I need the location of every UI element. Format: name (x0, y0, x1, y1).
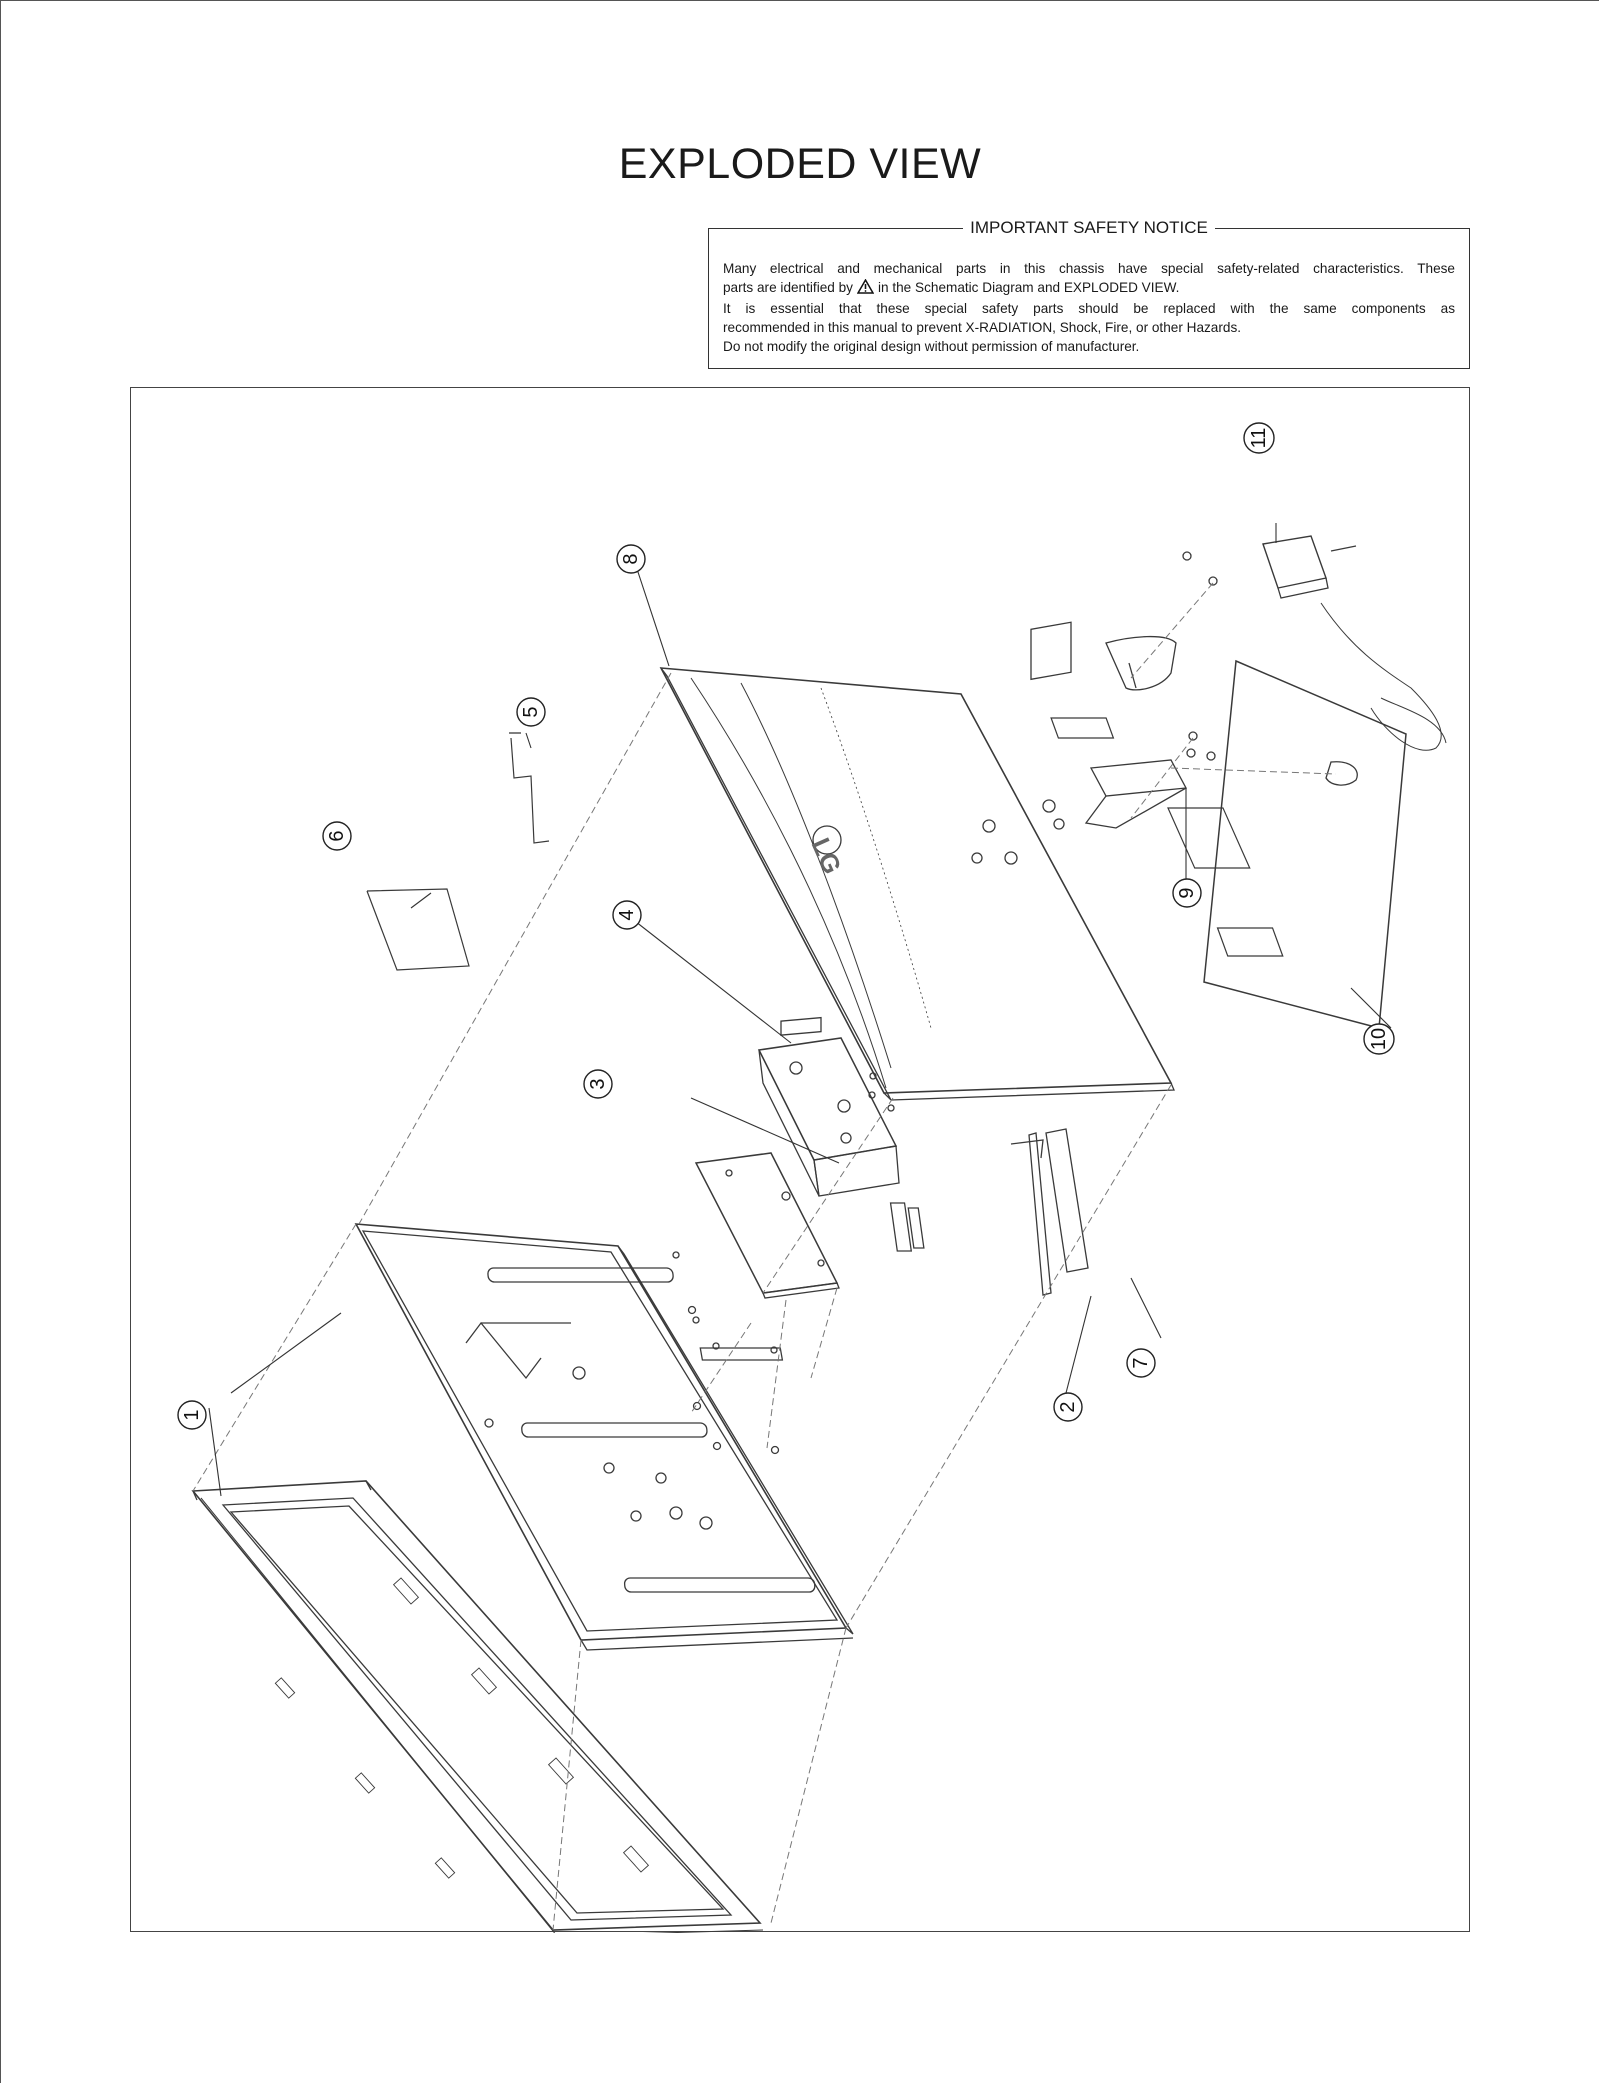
warning-triangle-icon (856, 278, 875, 299)
notice-line-2-end: in the Schematic Diagram and EXPLODED VI… (877, 280, 1180, 295)
exploded-view-diagram: LG (130, 387, 1470, 1933)
svg-text:4: 4 (616, 909, 638, 920)
callout-markers: 1 2 3 4 5 6 7 8 (177, 422, 1395, 1430)
part-control-board (1010, 1128, 1089, 1296)
callout-5: 5 (516, 697, 546, 727)
svg-text:5: 5 (520, 706, 542, 717)
svg-text:2: 2 (1057, 1401, 1079, 1412)
safety-notice-heading: IMPORTANT SAFETY NOTICE (709, 218, 1469, 238)
callout-2: 2 (1053, 1392, 1083, 1422)
part-power-adaptor (1262, 535, 1447, 751)
part-stand-hinge (1105, 635, 1177, 691)
callout-8: 8 (616, 544, 646, 574)
svg-text:7: 7 (1130, 1357, 1152, 1368)
screws (687, 551, 1218, 1455)
svg-text:8: 8 (620, 553, 642, 564)
notice-line-2-start: parts are identified by (723, 280, 853, 295)
svg-text:6: 6 (326, 830, 348, 841)
callout-9: 9 (1172, 878, 1202, 908)
safety-notice-body: Many electrical and mechanical parts in … (723, 259, 1455, 356)
part-stand-body (1030, 621, 1188, 830)
svg-text:9: 9 (1176, 887, 1198, 898)
svg-text:11: 11 (1248, 428, 1270, 449)
part-board-bracket (757, 1016, 900, 1197)
part-lcd-module (354, 1223, 854, 1651)
notice-line-4: recommended in this manual to prevent X-… (723, 320, 1242, 335)
callout-11: 11 (1243, 422, 1275, 454)
part-back-cover (659, 667, 1284, 1101)
svg-text:10: 10 (1368, 1028, 1390, 1050)
svg-text:3: 3 (587, 1078, 609, 1089)
callout-1: 1 (177, 1400, 207, 1430)
exploded-view-drawing: LG (177, 422, 1447, 1933)
callout-6: 6 (322, 821, 352, 851)
notice-line-3: It is essential that these special safet… (723, 301, 1455, 316)
svg-text:1: 1 (181, 1409, 203, 1420)
assembly-guides (192, 582, 1337, 1931)
part-main-board (672, 1152, 925, 1354)
notice-line-5: Do not modify the original design withou… (723, 339, 1140, 354)
notice-line-2: parts are identified by in the Schematic … (723, 278, 1455, 299)
callouts (208, 523, 1392, 1497)
part-cable-5 (509, 732, 550, 844)
callout-4: 4 (612, 900, 642, 930)
callout-7: 7 (1126, 1348, 1156, 1378)
callout-3: 3 (583, 1069, 613, 1099)
page-title: EXPLODED VIEW (618, 140, 982, 188)
callout-10: 10 (1363, 1023, 1395, 1055)
safety-notice-heading-text: IMPORTANT SAFETY NOTICE (963, 218, 1215, 237)
part-cable-6 (366, 888, 470, 971)
notice-line-1: Many electrical and mechanical parts in … (723, 261, 1455, 276)
safety-notice-box: IMPORTANT SAFETY NOTICE Many electrical … (708, 218, 1470, 369)
part-front-bezel (191, 1480, 764, 1933)
